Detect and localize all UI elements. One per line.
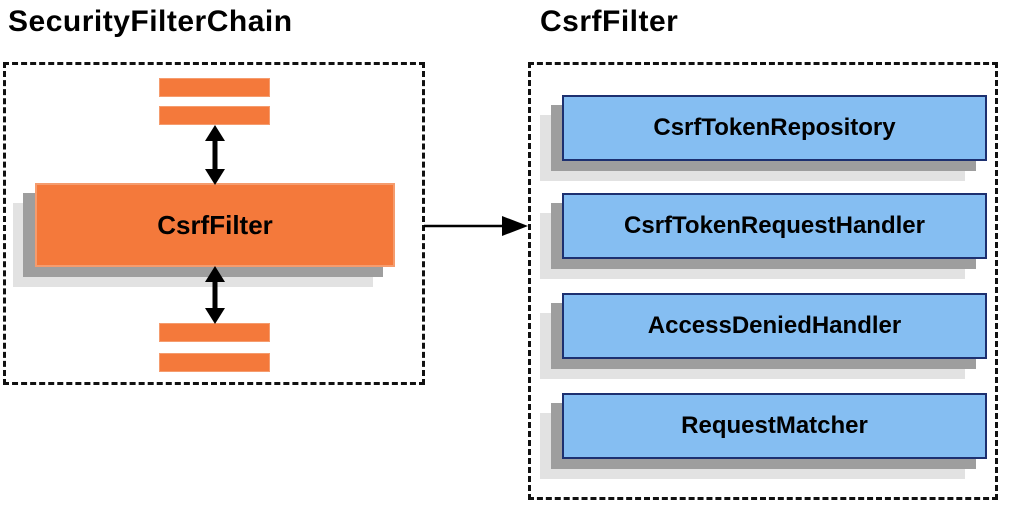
double-headed-arrow-icon <box>205 125 225 185</box>
component-label: CsrfTokenRequestHandler <box>624 212 925 239</box>
flow-arrow-icon <box>424 216 528 236</box>
filter-placeholder-bar <box>159 78 270 97</box>
filter-placeholder-bar <box>159 353 270 372</box>
component-label: AccessDeniedHandler <box>647 312 902 339</box>
component-label: RequestMatcher <box>681 412 868 439</box>
filter-placeholder-bar <box>159 323 270 342</box>
component-box-csrf-token-repository: CsrfTokenRepository <box>562 95 987 161</box>
component-box-access-denied-handler: AccessDeniedHandler <box>562 293 987 359</box>
csrf-filter-box: CsrfFilter <box>35 183 395 267</box>
csrf-filter-box-label: CsrfFilter <box>157 209 273 240</box>
component-label: CsrfTokenRepository <box>653 114 896 141</box>
filter-placeholder-bar <box>159 106 270 125</box>
security-filter-chain-container <box>3 62 425 385</box>
double-headed-arrow-icon <box>205 266 225 324</box>
left-panel-title: SecurityFilterChain <box>8 5 293 38</box>
component-box-csrf-token-request-handler: CsrfTokenRequestHandler <box>562 193 987 259</box>
right-panel-title: CsrfFilter <box>540 5 679 38</box>
csrf-filter-components-container <box>528 62 998 500</box>
component-box-request-matcher: RequestMatcher <box>562 393 987 459</box>
